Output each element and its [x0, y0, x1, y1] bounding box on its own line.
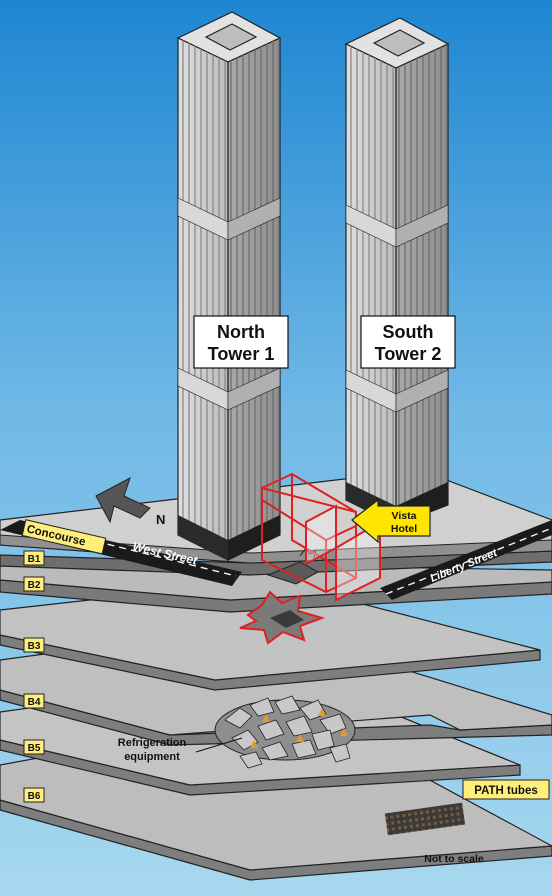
north-tower [178, 12, 280, 560]
level-label-b2: B2 [28, 580, 41, 591]
north-tower-label-line2: Tower 1 [208, 344, 275, 364]
south-tower [346, 18, 448, 525]
level-label-b6: B6 [28, 791, 41, 802]
refrigeration-label-line2: equipment [124, 751, 180, 763]
north-tower-label: North Tower 1 [194, 316, 288, 368]
level-label-b1: B1 [28, 554, 41, 565]
south-tower-label-line1: South [383, 322, 434, 342]
level-label-b3: B3 [28, 641, 41, 652]
level-tag-b2: B2 [24, 577, 44, 591]
level-tag-b3: B3 [24, 638, 44, 652]
level-label-b4: B4 [28, 697, 41, 708]
not-to-scale-note: Not to scale [424, 853, 484, 865]
level-label-b5: B5 [28, 743, 41, 754]
vista-hotel-label-line1: Vista [392, 510, 417, 522]
level-tag-b1: B1 [24, 551, 44, 565]
level-tag-b5: B5 [24, 740, 44, 754]
south-tower-label: South Tower 2 [361, 316, 455, 368]
level-tag-b6: B6 [24, 788, 44, 802]
south-tower-label-line2: Tower 2 [375, 344, 442, 364]
path-tubes-label: PATH tubes [474, 785, 537, 797]
north-arrow-label: N [156, 512, 165, 527]
vista-hotel-label-line2: Hotel [391, 523, 417, 535]
north-tower-label-line1: North [217, 322, 265, 342]
refrigeration-label-line1: Refrigeration [118, 737, 187, 749]
path-tubes-tag: PATH tubes [463, 780, 549, 799]
level-tag-b4: B4 [24, 694, 44, 708]
